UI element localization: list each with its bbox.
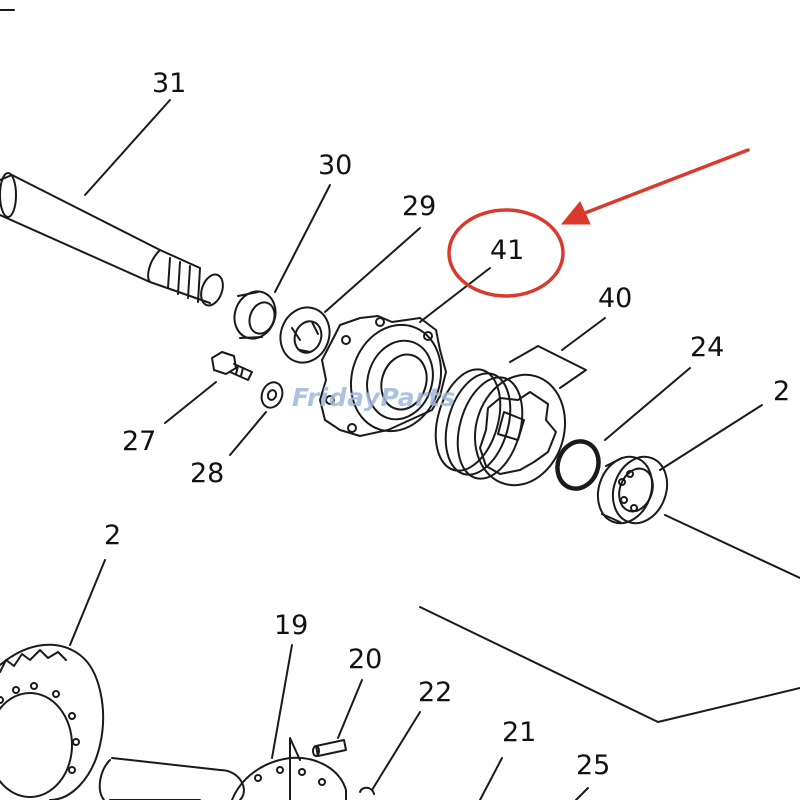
- callout-22: 22: [418, 677, 453, 708]
- leader-2-upper: [659, 404, 763, 471]
- leader-29: [324, 227, 421, 313]
- assembly-line-upper: [664, 514, 800, 579]
- callout-2-lower: 2: [104, 520, 122, 551]
- leader-27: [164, 381, 217, 424]
- callout-25: 25: [576, 750, 611, 781]
- leader-30: [274, 184, 331, 293]
- leader-19: [271, 644, 293, 759]
- leader-21: [479, 757, 503, 800]
- part-20-pin: [312, 739, 347, 757]
- watermark-logo: FridayParts: [292, 383, 456, 412]
- leader-25: [575, 787, 589, 800]
- callout-41: 41: [490, 235, 525, 266]
- callout-28: 28: [190, 458, 225, 489]
- leader-28: [229, 411, 267, 456]
- callout-20: 20: [348, 644, 383, 675]
- leader-24: [604, 367, 691, 441]
- leader-41: [419, 267, 491, 323]
- callout-19: 19: [274, 610, 309, 641]
- part-31-shaft: [0, 172, 224, 307]
- part-41-hub: [319, 315, 447, 437]
- callout-31: 31: [152, 68, 187, 99]
- part-27-bolt: [211, 351, 253, 381]
- highlight-arrow-head: [560, 201, 591, 225]
- part-19-differential-case: [231, 737, 347, 800]
- callout-24: 24: [690, 332, 725, 363]
- leader-20: [337, 679, 363, 739]
- highlight-arrow-shaft: [570, 148, 750, 220]
- part-40-clutch-pack: [434, 368, 567, 487]
- part-2-ring-gear: [0, 643, 105, 800]
- part-22-pin: [359, 786, 375, 795]
- callout-27: 27: [122, 426, 157, 457]
- callout-2-upper: 2: [773, 376, 791, 407]
- leader-40-bracket: [509, 345, 587, 389]
- part-29-seal: [279, 306, 331, 364]
- part-2-bearing: [596, 455, 669, 525]
- part-28-washer: [260, 381, 284, 409]
- assembly-line-lower: [419, 606, 800, 723]
- callout-29: 29: [402, 191, 437, 222]
- leader-31: [84, 99, 171, 196]
- lower-shaft: [98, 757, 245, 800]
- leader-22: [371, 711, 421, 791]
- callout-40: 40: [598, 283, 633, 314]
- part-24-o-ring: [555, 439, 601, 491]
- leader-2-lower: [69, 559, 106, 646]
- part-30-bearing: [233, 290, 277, 340]
- leader-40: [561, 317, 606, 351]
- callout-30: 30: [318, 150, 353, 181]
- highlight-circle: [447, 208, 565, 298]
- callout-21: 21: [502, 717, 537, 748]
